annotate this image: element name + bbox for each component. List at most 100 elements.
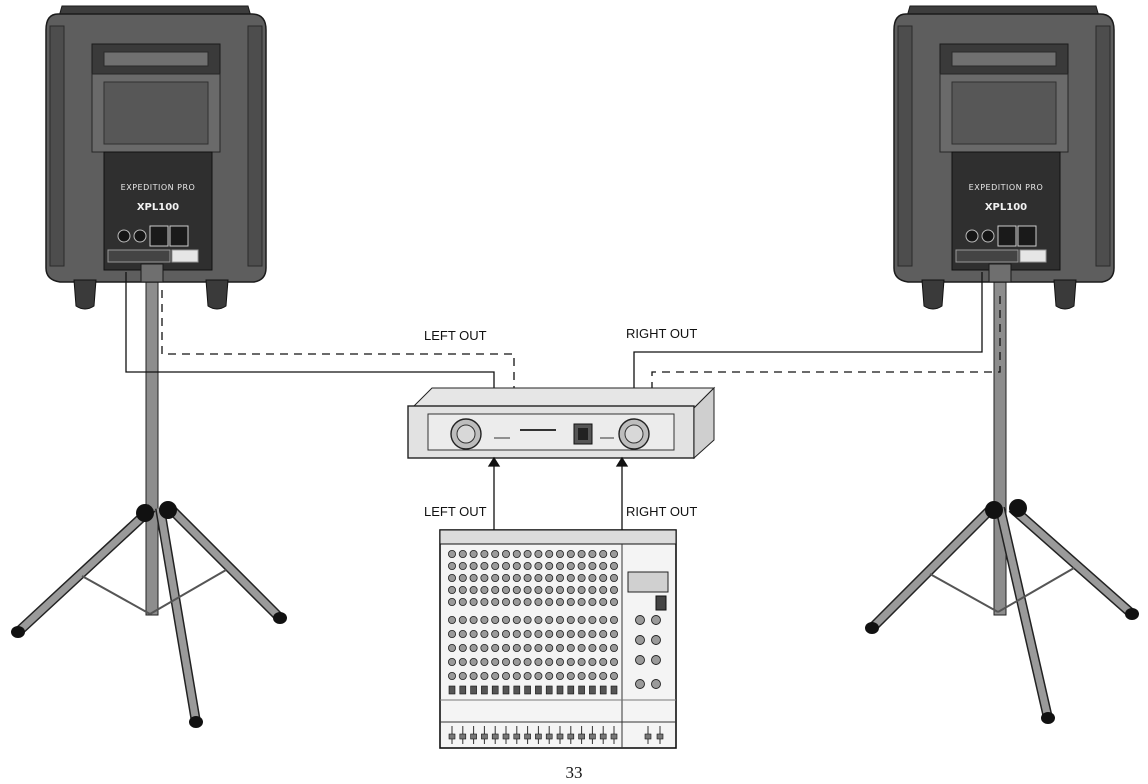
mixer-fader-cap [459, 733, 467, 740]
mixer-knob [458, 616, 467, 625]
mixer-knob [534, 598, 543, 607]
mixer-knob [556, 658, 565, 667]
right-speaker: EXPEDITION PRO XPL100 [865, 5, 1139, 724]
mixer-knob [556, 550, 565, 559]
left-cable-solid [125, 272, 495, 390]
mixer-knob [577, 616, 586, 625]
mixer-knob [447, 574, 456, 583]
left-stand [11, 274, 287, 728]
mixer-knob [480, 644, 489, 653]
mixer-knob [469, 672, 478, 681]
mixer-knob [588, 644, 597, 653]
mixer-knob [599, 562, 608, 571]
amp-right-out-label: RIGHT OUT [626, 326, 697, 341]
mixer-knob [566, 644, 575, 653]
mixer-knob [501, 658, 510, 667]
right-speaker-model: XPL100 [985, 202, 1027, 213]
mixer-fader-cap [448, 733, 456, 740]
mixer-knob [534, 630, 543, 639]
mixer-knob [480, 616, 489, 625]
mixer-knob [534, 562, 543, 571]
mixer-fader-cap [481, 733, 488, 740]
mixer-knob [469, 598, 478, 607]
mixer-master-knob [635, 615, 645, 625]
mixer-knob [545, 598, 554, 607]
mixer-master-knob [635, 655, 645, 665]
mixer-fader-cap [491, 733, 499, 740]
mixer-fader-cap [513, 733, 521, 740]
mixer-knob [501, 586, 510, 595]
mixer-knob [599, 550, 608, 559]
mixer-fader-cap [502, 733, 510, 740]
mixer-knob [577, 658, 586, 667]
mixer-right-out-label: RIGHT OUT [626, 504, 697, 519]
mixer-knob [491, 586, 500, 595]
mixer-mute-button [556, 685, 564, 695]
mixer-knob [599, 616, 608, 625]
mixer-knob [480, 658, 489, 667]
mixer-knob [610, 658, 619, 667]
mixer-knob [545, 574, 554, 583]
mixer-fader-cap [589, 733, 596, 740]
mixer-knob [469, 616, 478, 625]
mixer-mute-button [481, 685, 488, 695]
mixer-knob [501, 550, 510, 559]
mixer-knob [523, 616, 532, 625]
mixer-knob [577, 574, 586, 583]
mixer-fader-cap [470, 733, 477, 740]
mixer-knob [469, 644, 478, 653]
mixer-knob [523, 658, 532, 667]
mixer-knob [469, 562, 478, 571]
mixer-fader-cap [545, 733, 553, 740]
mixer-knob [610, 616, 619, 625]
cables [125, 272, 1001, 390]
mixer-knob [566, 630, 575, 639]
mixer-knob [512, 586, 521, 595]
mixer-knob [556, 574, 565, 583]
mixer-knob [566, 616, 575, 625]
mixer-master-fader-cap [644, 733, 652, 740]
mixer-knob [512, 598, 521, 607]
mixer-fader-cap [599, 733, 607, 740]
mixer-knob [501, 630, 510, 639]
mixer-knob [458, 598, 467, 607]
mixer-knob [458, 630, 467, 639]
mixer-knob [501, 562, 510, 571]
mixer-knob [501, 598, 510, 607]
mixer-knob [501, 616, 510, 625]
mixer-knob [534, 574, 543, 583]
mixer-knob [599, 672, 608, 681]
mixer-knob [545, 586, 554, 595]
mixer-mute-button [545, 685, 553, 695]
mixer-master-knob [651, 635, 661, 645]
mixer-knob [491, 672, 500, 681]
mixer-fader-cap [556, 733, 564, 740]
signal-arrows [487, 456, 629, 530]
mixer-knob [458, 574, 467, 583]
mixer-knob [577, 562, 586, 571]
left-speaker: EXPEDITION PRO XPL100 [11, 5, 287, 728]
left-cable-dashed [161, 290, 515, 390]
mixer-knob [512, 672, 521, 681]
left-speaker-model: XPL100 [137, 202, 179, 213]
mixer-knob [491, 630, 500, 639]
mixer-knob [491, 574, 500, 583]
mixer-mute-button [491, 685, 499, 695]
mixer-master-knob [651, 679, 661, 689]
mixer-knob [447, 616, 456, 625]
mixer-knob [577, 586, 586, 595]
mixer-mute-button [513, 685, 521, 695]
mixer-knob [491, 644, 500, 653]
mixer-knob [577, 598, 586, 607]
mixer-knob [534, 616, 543, 625]
mixer-knob [523, 672, 532, 681]
mixer-knob [480, 672, 489, 681]
mixer-knob [512, 616, 521, 625]
mixer-knob [480, 630, 489, 639]
mixer-knob [599, 658, 608, 667]
mixer-left-out-label: LEFT OUT [424, 504, 487, 519]
mixer-knob [588, 550, 597, 559]
mixer-knob [458, 586, 467, 595]
mixer-knob [588, 586, 597, 595]
